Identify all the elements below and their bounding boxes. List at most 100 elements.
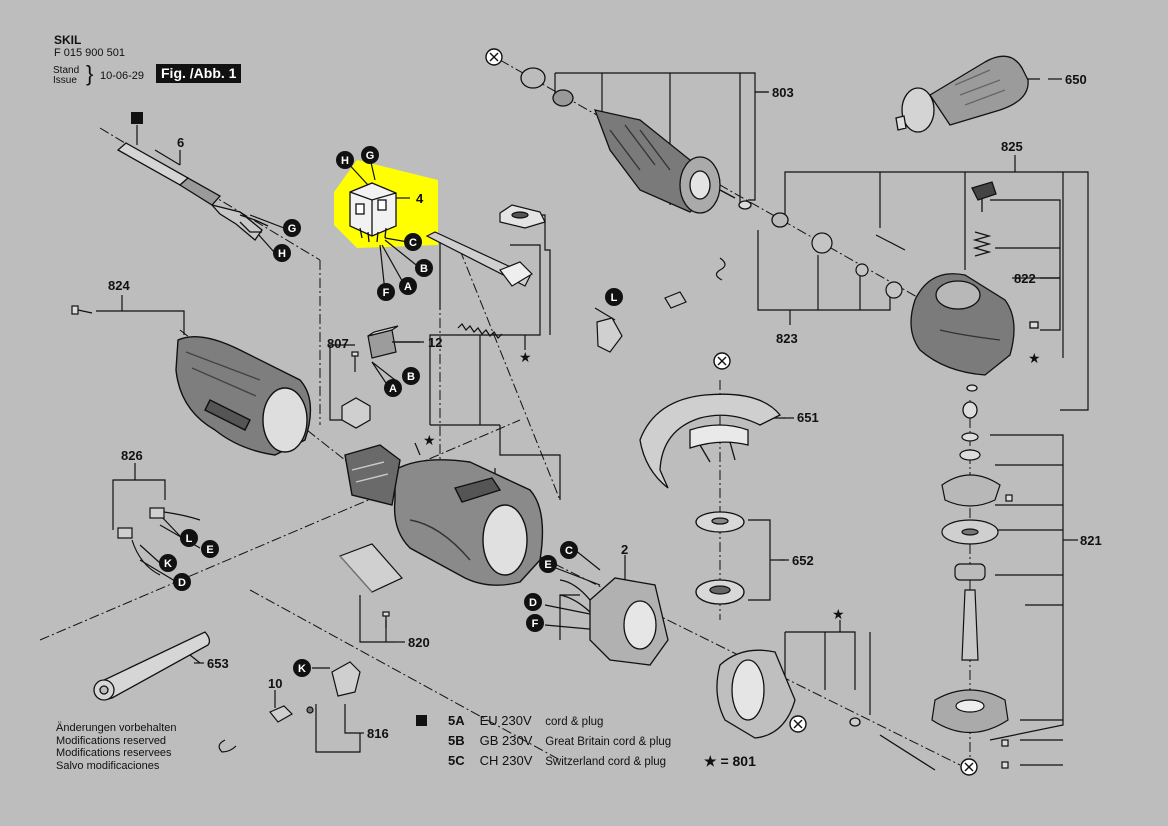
clip-l [596,317,623,353]
svg-text:C: C [565,545,573,557]
field-stator [559,577,669,666]
carbon-brush [218,661,361,753]
callout-e-2: E [539,555,557,573]
flange-nut [695,511,745,605]
spanner-wrench [93,631,211,701]
label-824: 824 [108,278,130,293]
brand-name: SKIL [54,33,82,47]
svg-text:E: E [544,559,551,571]
callout-a: A [399,277,417,295]
callout-c-2: C [560,541,578,559]
callout-b-2: B [402,367,420,385]
label-820: 820 [408,635,430,650]
svg-text:K: K [164,558,172,570]
gear-head [910,181,1039,419]
callout-bubbles: H G G H C B A F B A L L E K D C E D F K [159,146,623,677]
svg-text:D: D [178,577,186,589]
legend-code: 5C [448,753,465,768]
svg-text:L: L [611,292,618,304]
mod-note-es: Salvo modificaciones [56,759,160,772]
callout-e: E [201,540,219,558]
label-807: 807 [327,336,349,351]
label-821: 821 [1080,533,1102,548]
legend-row: 5B GB 230V Great Britain cord & plug [420,731,671,751]
figure-label: Fig. /Abb. 1 [156,64,242,83]
mod-note-fr: Modifications reservees [56,747,172,759]
callout-g: G [361,146,379,164]
star-marker: ★ [423,432,436,448]
svg-text:G: G [366,150,375,162]
callout-b: B [415,259,433,277]
brace-glyph: } [86,61,94,86]
svg-text:A: A [404,281,412,293]
suppressor-capacitor [367,325,399,359]
legend-voltage: GB 230V [479,733,533,748]
base-plate [338,543,403,593]
svg-text:C: C [409,237,417,249]
part-number: F 015 900 501 [54,47,125,59]
legend-code: 5B [448,733,465,748]
label-ticks [194,78,1062,734]
callout-h: H [336,151,354,169]
stand-label: Stand [53,65,80,76]
power-cord [116,142,269,241]
label-826: 826 [121,448,143,463]
label-6: 6 [177,135,184,150]
svg-text:H: H [341,155,349,167]
svg-text:L: L [186,533,193,545]
svg-text:B: B [420,263,428,275]
legend-row: 5A EU 230V cord & plug [420,711,671,731]
brush-holder [341,397,371,429]
issue-label: Issue [53,75,77,86]
star-legend-note: ★ = 801 [704,753,756,769]
legend-voltage: CH 230V [479,753,533,768]
legend-code: 5A [448,713,465,728]
label-4: 4 [416,191,424,206]
mod-note-de: Änderungen vorbehalten [56,722,177,734]
callout-f: F [377,283,395,301]
star-marker: ★ [1028,350,1041,366]
label-653: 653 [207,656,229,671]
fan-baffle [716,649,936,771]
svg-text:K: K [298,663,306,675]
cord-variant-marker [131,112,143,124]
part-number-labels: 6 4 12 807 824 826 820 653 10 816 803 65… [108,72,1102,741]
star-markers: ★ ★ ★ ★ [423,349,1041,622]
screw-820 [382,611,390,628]
label-650: 650 [1065,72,1087,87]
cord-variant-legend: 5A EU 230V cord & plug 5B GB 230V Great … [416,711,671,771]
switch-rod [425,231,533,287]
callout-a-2: A [384,379,402,397]
assembly-axis-lines [39,59,971,770]
callout-k: K [159,554,177,572]
callout-h-2: H [273,244,291,262]
label-652: 652 [792,553,814,568]
side-handle [895,55,1029,133]
motor-housing [344,444,544,586]
issue-date: 10-06-29 [100,70,145,82]
svg-text:B: B [407,371,415,383]
svg-text:D: D [529,597,537,609]
switch-module [349,182,397,243]
label-816: 816 [367,726,389,741]
x-callout-spindle [960,758,978,776]
callout-d: D [173,573,191,591]
svg-text:A: A [389,383,397,395]
housing-cover [175,335,312,456]
callout-d-2: D [524,593,542,611]
x-callout-armature [485,48,503,66]
armature [520,67,789,228]
label-12: 12 [428,335,442,350]
svg-text:F: F [383,287,390,299]
callout-l-2: L [180,529,198,547]
screw-824 [71,305,93,315]
svg-text:G: G [288,223,297,235]
label-651: 651 [797,410,819,425]
spring [457,323,503,339]
svg-text:F: F [532,618,539,630]
wheel-guard [639,393,782,489]
legend-desc: Great Britain cord & plug [545,736,672,748]
callout-f-2: F [526,614,544,632]
modifications-note: Änderungen vorbehalten Modifications res… [56,722,176,772]
